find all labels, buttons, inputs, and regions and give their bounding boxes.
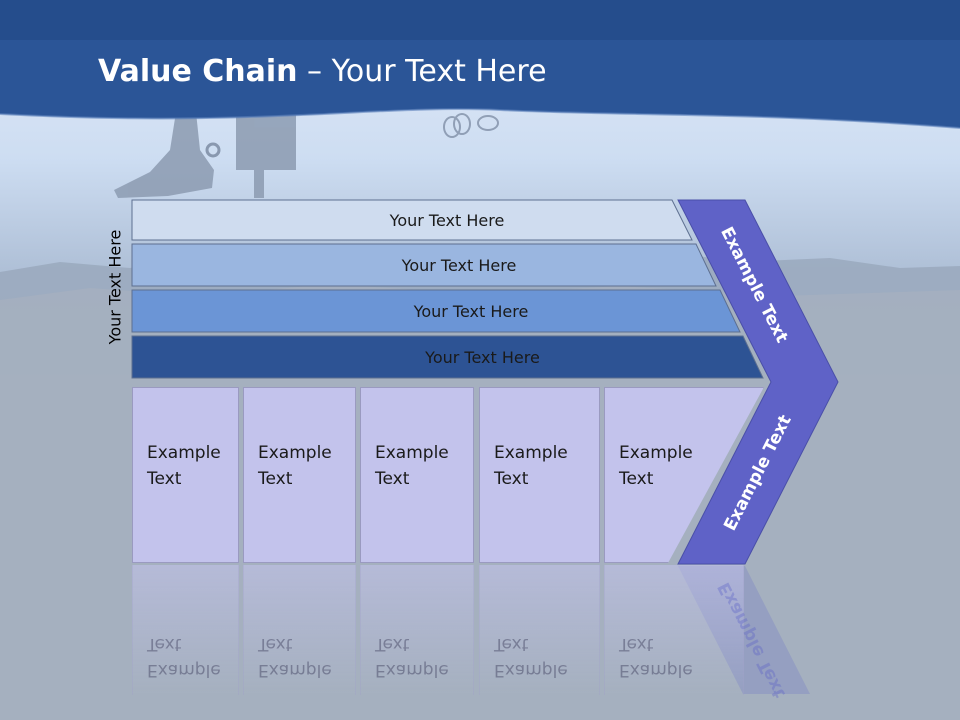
title-bold: Value Chain [98,54,298,89]
example-cell-reflection-3: Example Text [360,565,474,695]
layer-band-3 [131,289,741,333]
example-cell-reflection-text: Example Text [147,634,221,680]
example-cell-text: Example Text [375,443,449,489]
example-cell-1: Example Text [132,387,239,563]
layer-band-1 [131,199,693,241]
example-cell-reflection-text: Example Text [375,634,449,680]
layer-shapes [131,199,764,379]
side-label: Your Text Here [105,229,125,345]
chevron-arrow [677,199,839,565]
example-cell-reflection-text: Example Text [619,634,693,680]
example-cell-reflection-2: Example Text [243,565,356,695]
example-cell-3: Example Text [360,387,474,563]
layer-band-4 [131,335,764,379]
example-cell-2: Example Text [243,387,356,563]
layer-label-4: Your Text Here [425,347,540,367]
layer-label-3: Your Text Here [413,301,529,321]
example-cell-text: Example Text [258,443,332,489]
layer-label-2: Your Text Here [401,255,517,275]
example-cell-reflection-text: Example Text [494,634,568,680]
layer-band-2 [131,243,717,287]
page-title: Value Chain – Your Text Here [98,54,547,89]
example-cell-text: Example Text [619,443,693,489]
example-cell-reflection-1: Example Text [132,565,239,695]
title-rest: – Your Text Here [297,54,547,89]
climber-silhouette [114,108,296,198]
layer-label-1: Your Text Here [389,210,505,230]
example-cell-text: Example Text [494,443,568,489]
example-cell-text: Example Text [147,443,221,489]
example-cell-reflection-4: Example Text [479,565,600,695]
example-cell-reflection-5: Example Text [604,565,744,695]
example-cell-4: Example Text [479,387,600,563]
rope-coil-icon [443,113,499,138]
example-cell-reflection-text: Example Text [258,634,332,680]
